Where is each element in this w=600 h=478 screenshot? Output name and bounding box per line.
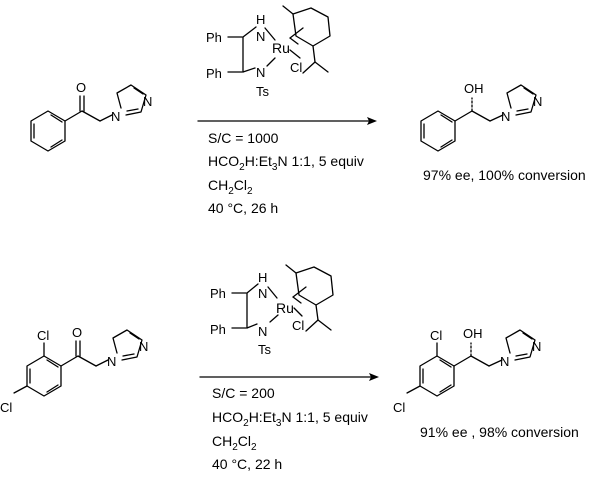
reaction-2: Cl Cl O N N Ph Ph H N Ru Cl N T xyxy=(0,264,579,472)
substrate-1-structure xyxy=(30,84,147,152)
substrate-2-para-chloro: Cl xyxy=(0,400,12,415)
substrate-2-n3: N xyxy=(139,339,148,354)
catalyst-1-ph-top: Ph xyxy=(206,30,222,45)
reaction-1-hydrogen-donor: HCO2H:Et3N 1:1, 5 equiv xyxy=(208,153,364,173)
product-2-hydroxyl: OH xyxy=(463,326,483,341)
catalyst-1-tosyl: Ts xyxy=(256,84,270,99)
substrate-2-structure xyxy=(13,329,143,397)
catalyst-2-nh-n: N xyxy=(258,286,267,301)
catalyst-1-nh-h: H xyxy=(256,12,265,27)
product-1-n1: N xyxy=(501,109,510,124)
catalyst-2-ph-bottom: Ph xyxy=(210,322,226,337)
reaction-2-solvent: CH2Cl2 xyxy=(212,433,257,453)
catalyst-1-nh-n: N xyxy=(256,29,265,44)
product-2-structure xyxy=(406,329,536,397)
reaction-2-temperature-time: 40 °C, 22 h xyxy=(212,456,282,472)
substrate-1-n1: N xyxy=(111,109,120,124)
catalyst-2-ruthenium: Ru xyxy=(276,300,294,316)
catalyst-2-n-ts: N xyxy=(258,324,267,339)
substrate-2-ortho-chloro: Cl xyxy=(37,328,49,343)
substrate-1-n3: N xyxy=(143,94,152,109)
reaction-2-substrate-catalyst-ratio: S/C = 200 xyxy=(212,385,275,401)
catalyst-1-n-ts: N xyxy=(256,65,265,80)
substrate-2-oxygen: O xyxy=(72,325,82,340)
reaction-1-substrate-catalyst-ratio: S/C = 1000 xyxy=(208,130,279,146)
catalyst-1-ruthenium: Ru xyxy=(272,40,290,56)
substrate-2-n1: N xyxy=(107,354,116,369)
catalyst-2-tosyl: Ts xyxy=(258,342,272,357)
reaction-1-arrowhead xyxy=(367,117,377,125)
catalyst-1-structure xyxy=(227,5,331,74)
reaction-2-arrowhead xyxy=(369,373,379,381)
reaction-1-result: 97% ee, 100% conversion xyxy=(423,167,586,183)
product-2-n1: N xyxy=(500,354,509,369)
product-1-structure xyxy=(420,84,537,152)
catalyst-2-structure xyxy=(231,264,334,332)
catalyst-1-ph-bottom: Ph xyxy=(206,66,222,81)
catalyst-1-chloride: Cl xyxy=(290,60,302,75)
catalyst-2-chloride: Cl xyxy=(292,318,304,333)
product-1-hydroxyl: OH xyxy=(464,81,484,96)
product-1-n3: N xyxy=(533,94,542,109)
catalyst-2-nh-h: H xyxy=(258,270,267,285)
reaction-2-result: 91% ee , 98% conversion xyxy=(420,424,579,440)
substrate-1-oxygen: O xyxy=(76,80,86,95)
product-2-n3: N xyxy=(532,339,541,354)
catalyst-2-ph-top: Ph xyxy=(210,286,226,301)
product-2-para-chloro: Cl xyxy=(393,400,405,415)
reaction-1-temperature-time: 40 °C, 26 h xyxy=(208,200,278,216)
reaction-1: O N N Ph Ph H N Ru Cl N Ts xyxy=(30,5,586,216)
product-2-ortho-chloro: Cl xyxy=(430,328,442,343)
reaction-2-hydrogen-donor: HCO2H:Et3N 1:1, 5 equiv xyxy=(212,409,368,429)
reaction-1-solvent: CH2Cl2 xyxy=(208,177,253,197)
